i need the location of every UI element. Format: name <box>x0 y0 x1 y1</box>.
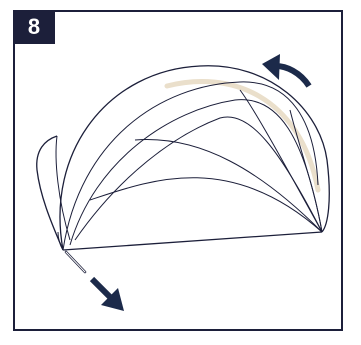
canopy-outline <box>59 65 330 251</box>
diagonal-arrow-icon <box>89 276 124 311</box>
rib-5 <box>134 139 323 233</box>
curved-arrow-icon <box>262 54 312 88</box>
back-flap <box>36 135 64 251</box>
rib-1 <box>62 81 319 251</box>
rib-2 <box>69 99 323 246</box>
highlight-band <box>164 79 321 193</box>
rib-6 <box>239 89 323 233</box>
rib-7 <box>289 109 323 233</box>
pull-cord-inner <box>65 251 86 273</box>
step-number-badge: 8 <box>13 10 55 44</box>
rib-4 <box>89 177 323 233</box>
front-edge <box>57 231 64 251</box>
canopy-base <box>62 231 323 251</box>
rib-3 <box>74 116 323 241</box>
back-flap-inner <box>55 135 71 241</box>
